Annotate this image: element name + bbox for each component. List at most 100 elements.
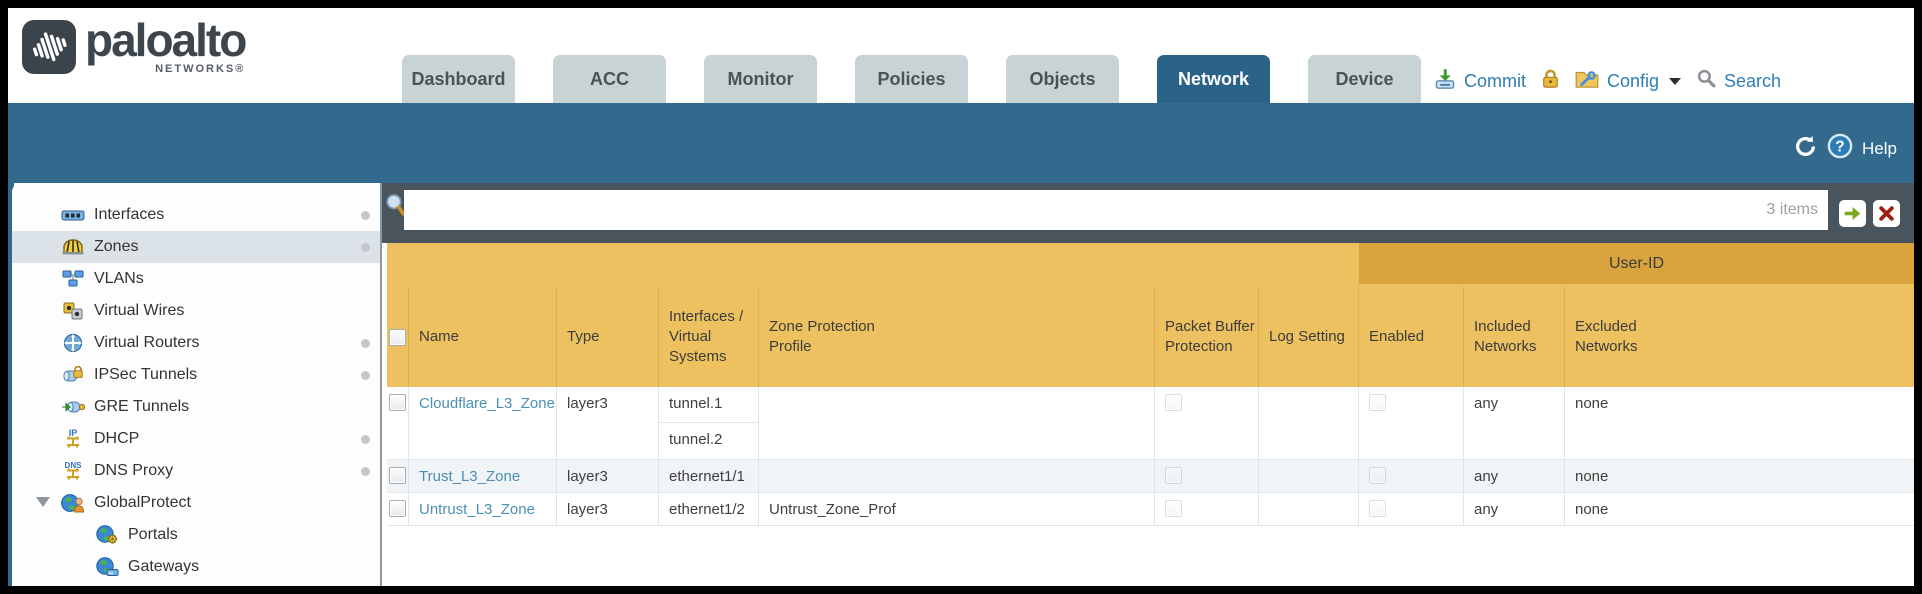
paloalto-logo-icon — [22, 19, 76, 74]
zones-table: User-ID Name Type Interfaces / Virtual Sys… — [387, 243, 1914, 586]
lock-icon[interactable] — [1540, 68, 1561, 94]
sidebar-item-ipsec-tunnels[interactable]: IPSec Tunnels — [12, 359, 380, 391]
table-group-header: User-ID — [387, 243, 1914, 287]
zone-protection-profile-cell — [759, 460, 1155, 492]
search-button[interactable]: Search — [1724, 70, 1782, 91]
column-header-included-networks[interactable]: Included Networks — [1464, 287, 1565, 387]
row-select-cell — [387, 460, 409, 492]
tab-monitor[interactable]: Monitor — [704, 55, 817, 103]
config-button[interactable]: Config — [1607, 70, 1660, 91]
row-checkbox[interactable] — [389, 500, 406, 517]
interfaces-cell: ethernet1/2 — [659, 493, 759, 525]
row-checkbox[interactable] — [389, 467, 406, 484]
sidebar-item-dns-proxy[interactable]: DNS DNS Proxy — [12, 455, 380, 487]
dhcp-icon: IP — [60, 428, 86, 449]
interfaces-icon — [60, 205, 86, 225]
sidebar-item-label: GRE Tunnels — [94, 398, 190, 415]
excluded-networks-cell: none — [1575, 468, 1609, 485]
zone-name-link[interactable]: Cloudflare_L3_Zone — [419, 395, 555, 412]
tab-device[interactable]: Device — [1308, 55, 1421, 103]
packet-buffer-protection-cell — [1155, 387, 1259, 459]
tab-policies[interactable]: Policies — [855, 55, 968, 103]
packet-buffer-protection-cell — [1155, 460, 1259, 492]
sidebar-item-label: IPSec Tunnels — [94, 366, 198, 383]
sidebar-item-label: Virtual Routers — [94, 334, 200, 351]
user-id-enabled-checkbox[interactable] — [1369, 467, 1386, 484]
user-id-enabled-cell — [1359, 460, 1464, 492]
select-all-cell — [387, 287, 409, 387]
user-id-enabled-checkbox[interactable] — [1369, 394, 1386, 411]
packet-buffer-protection-checkbox[interactable] — [1165, 467, 1182, 484]
help-icon[interactable]: ? — [1827, 133, 1853, 164]
column-header-type[interactable]: Type — [557, 287, 659, 387]
column-header-excluded-networks[interactable]: Excluded Networks — [1565, 287, 1914, 387]
commit-button[interactable]: Commit — [1464, 70, 1526, 91]
select-all-checkbox[interactable] — [389, 328, 406, 346]
packet-buffer-protection-checkbox[interactable] — [1165, 500, 1182, 517]
user-id-enabled-checkbox[interactable] — [1369, 500, 1386, 517]
apply-filter-button[interactable] — [1839, 200, 1866, 227]
brand-sub-wordmark: NETWORKS® — [155, 63, 246, 75]
column-header-packet-buffer-protection[interactable]: Packet Buffer Protection — [1155, 287, 1259, 387]
sidebar-item-label: Zones — [94, 238, 139, 255]
sidebar-item-label: Interfaces — [94, 206, 165, 223]
clear-filter-button[interactable] — [1873, 200, 1900, 227]
user-id-enabled-cell — [1359, 493, 1464, 525]
column-header-interfaces-virtual-systems[interactable]: Interfaces / Virtual Systems — [659, 287, 759, 387]
sidebar-item-label: VLANs — [94, 270, 144, 287]
gre-tunnels-icon — [60, 397, 86, 417]
sidebar-item-label: GlobalProtect — [94, 494, 191, 511]
zone-name-link[interactable]: Trust_L3_Zone — [419, 468, 521, 485]
filter-input[interactable] — [404, 190, 1767, 230]
sidebar-item-globalprotect[interactable]: GlobalProtect — [12, 487, 380, 519]
tab-acc[interactable]: ACC — [553, 55, 666, 103]
sidebar-item-label: DNS Proxy — [94, 462, 174, 479]
commit-icon — [1434, 68, 1456, 95]
sidebar-item-label: Gateways — [128, 558, 200, 575]
zone-type-cell: layer3 — [557, 460, 659, 492]
refresh-icon[interactable] — [1793, 134, 1818, 164]
virtual-routers-icon — [60, 333, 86, 353]
included-networks-cell: any — [1464, 387, 1565, 459]
teal-banner: ? Help — [8, 103, 1914, 183]
brand-wordmark: paloalto — [85, 14, 247, 66]
expand-triangle-icon[interactable] — [36, 497, 50, 507]
column-header-label: Log Setting — [1269, 328, 1345, 345]
column-header-zone-protection-profile[interactable]: Zone Protection Profile — [759, 287, 1155, 387]
virtual-wires-icon — [60, 301, 86, 321]
config-dropdown-caret-icon[interactable] — [1669, 77, 1682, 85]
tab-dashboard[interactable]: Dashboard — [402, 55, 515, 103]
column-header-name[interactable]: Name — [409, 287, 557, 387]
tab-network[interactable]: Network — [1157, 55, 1270, 103]
vlans-icon — [60, 269, 86, 289]
column-header-label: Type — [567, 328, 600, 345]
sidebar-item-portals[interactable]: Portals — [12, 519, 380, 551]
packet-buffer-protection-checkbox[interactable] — [1165, 394, 1182, 411]
included-networks-cell: any — [1464, 460, 1565, 492]
ipsec-tunnels-icon — [60, 365, 86, 385]
column-header-enabled[interactable]: Enabled — [1359, 287, 1464, 387]
interface-value: tunnel.2 — [669, 431, 723, 448]
sidebar-item-vlans[interactable]: VLANs — [12, 263, 380, 295]
sidebar-item-zones[interactable]: Zones — [12, 231, 380, 263]
row-checkbox[interactable] — [389, 394, 406, 411]
help-link[interactable]: Help — [1862, 138, 1897, 158]
interface-value: ethernet1/2 — [669, 501, 745, 518]
svg-text:DNS: DNS — [65, 461, 83, 470]
sidebar-item-virtual-wires[interactable]: Virtual Wires — [12, 295, 380, 327]
filter-toolbar: 3 items — [382, 183, 1914, 243]
column-header-log-setting[interactable]: Log Setting — [1259, 287, 1359, 387]
zone-name-link[interactable]: Untrust_L3_Zone — [419, 501, 535, 518]
sidebar-item-gateways[interactable]: Gateways — [12, 551, 380, 583]
zone-name-cell: Untrust_L3_Zone — [409, 493, 557, 525]
sidebar-item-interfaces[interactable]: Interfaces — [12, 199, 380, 231]
sidebar-item-gre-tunnels[interactable]: GRE Tunnels — [12, 391, 380, 423]
sidebar-item-virtual-routers[interactable]: Virtual Routers — [12, 327, 380, 359]
tab-objects[interactable]: Objects — [1006, 55, 1119, 103]
